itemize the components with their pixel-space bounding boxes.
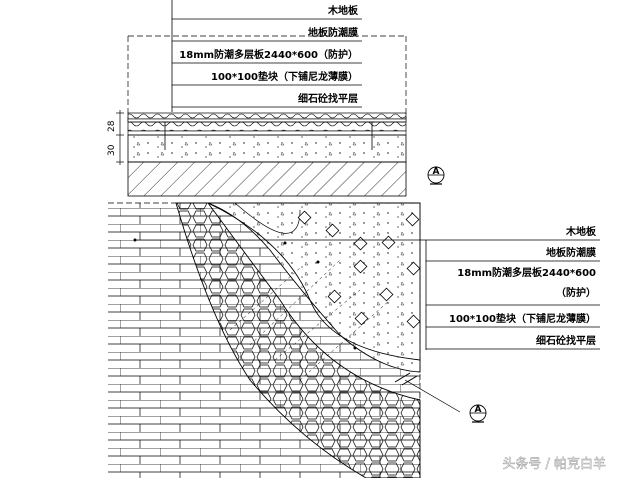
top-floor-section: 木地板 地板防潮膜 18mm防潮多层板2440*600（防护） 100*100垫… [107,0,445,197]
detail-label-spacer: 100*100垫块（下铺尼龙薄膜） [449,312,596,325]
label-moisture-film: 地板防潮膜 [308,26,358,39]
section-cut [394,372,461,413]
svg-text:A: A [475,405,482,415]
screed-layer [127,134,407,163]
moisture-film-layer [127,118,407,123]
section-symbol-detail: A [469,404,487,423]
detail-label-protection: （防护） [556,286,596,299]
label-wood-floor: 木地板 [327,4,359,17]
detail-label-wood-floor: 木地板 [565,225,597,238]
label-screed: 细石砼找平层 [298,92,358,105]
detail-label-plywood: 18mm防潮多层板2440*600 [457,266,596,279]
spacer-layer [127,130,407,136]
watermark: 头条号 / 帕克白羊 [502,456,606,472]
label-spacer-block: 100*100垫块（下铺尼龙薄膜） [211,70,358,83]
wood-floor-layer [127,112,407,120]
concrete-slab [127,161,407,197]
gravel-bed [175,202,421,478]
dim-28: 28 [107,120,117,132]
anchor-bolts [162,121,375,150]
dimension-lines [116,110,124,165]
detail-section: 木地板 地板防潮膜 18mm防潮多层板2440*600 （防护） 100*100… [108,202,600,478]
frame-dashed [127,35,407,122]
dim-30: 30 [107,144,117,156]
detail-label-screed: 细石砼找平层 [536,334,596,347]
detail-label-moisture-film: 地板防潮膜 [546,246,596,259]
section-symbol-top: A [427,166,445,185]
plywood-layer [127,121,407,132]
label-plywood: 18mm防潮多层板2440*600（防护） [179,48,358,61]
svg-text:A: A [433,167,440,177]
floor-curve [207,202,421,361]
